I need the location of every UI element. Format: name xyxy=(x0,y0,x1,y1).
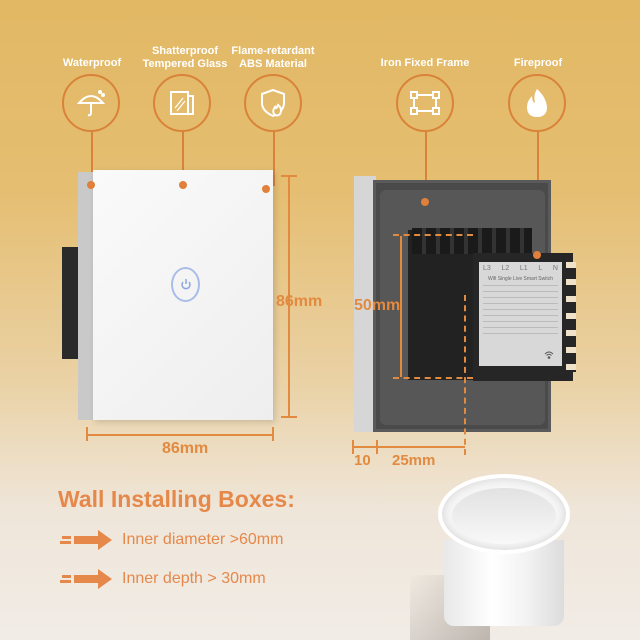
height-dimension-line xyxy=(288,175,290,417)
frame-corners-icon xyxy=(410,91,440,115)
feature-circle-fireproof xyxy=(508,74,566,132)
wall-box-inner xyxy=(452,488,556,544)
module-height-dash-bottom xyxy=(393,377,473,379)
leader-line xyxy=(425,132,427,202)
bullet-row-depth: Inner depth > 30mm xyxy=(60,567,266,591)
module-depth-label: 25mm xyxy=(392,452,436,469)
module-side-teeth xyxy=(566,262,576,372)
depth-dimension-line xyxy=(352,446,465,448)
depth-dash-line xyxy=(464,295,466,455)
feature-label-fireproof: Fireproof xyxy=(513,57,563,69)
umbrella-icon xyxy=(76,90,106,117)
flame-icon xyxy=(527,89,547,117)
feature-circle-flame-retardant xyxy=(244,74,302,132)
touch-button[interactable] xyxy=(171,267,200,302)
front-width-label: 86mm xyxy=(162,440,209,457)
module-height-label: 50mm xyxy=(354,297,401,314)
width-dimension-line xyxy=(86,434,274,436)
leader-line xyxy=(91,132,93,184)
switch-front-panel xyxy=(93,170,273,420)
switch-back-clips-left xyxy=(62,247,78,359)
module-height-dash-top xyxy=(393,234,473,236)
shield-flame-icon xyxy=(261,88,285,118)
back-frame-edge xyxy=(354,176,376,432)
terminal-labels: L3 L2 L1 L N xyxy=(483,265,558,272)
module-spec-label: L3 L2 L1 L N Wifi Single Live Smart Swit… xyxy=(479,262,562,366)
bullet-text-depth: Inner depth > 30mm xyxy=(122,570,266,587)
callout-dot-fireproof xyxy=(533,251,541,259)
module-title: Wifi Single Live Smart Switch xyxy=(487,276,554,282)
leader-line xyxy=(182,132,184,184)
leader-line xyxy=(273,132,275,184)
glass-panes-icon xyxy=(170,91,194,115)
module-height-line xyxy=(400,236,402,377)
switch-side-frame xyxy=(78,172,94,420)
feature-label-waterproof: Waterproof xyxy=(62,57,122,69)
feature-circle-glass xyxy=(153,74,211,132)
module-top-ribs xyxy=(412,228,532,254)
arrow-right-icon xyxy=(60,569,112,589)
callout-dot-flame xyxy=(262,185,270,193)
front-height-label: 86mm xyxy=(276,293,323,310)
frame-depth-label: 10 xyxy=(354,452,371,469)
callout-dot-frame xyxy=(421,198,429,206)
bullet-row-diameter: Inner diameter >60mm xyxy=(60,528,283,552)
power-icon xyxy=(180,278,191,289)
bullet-text-diameter: Inner diameter >60mm xyxy=(122,531,284,548)
wall-boxes-title: Wall Installing Boxes: xyxy=(58,486,295,512)
feature-circle-iron-frame xyxy=(396,74,454,132)
wifi-icon xyxy=(544,351,554,359)
wall-box-body xyxy=(444,540,564,626)
feature-circle-waterproof xyxy=(62,74,120,132)
callout-dot-glass xyxy=(179,181,187,189)
callout-dot-waterproof xyxy=(87,181,95,189)
arrow-right-icon xyxy=(60,530,112,550)
feature-label-iron-frame: Iron Fixed Frame xyxy=(380,57,470,69)
